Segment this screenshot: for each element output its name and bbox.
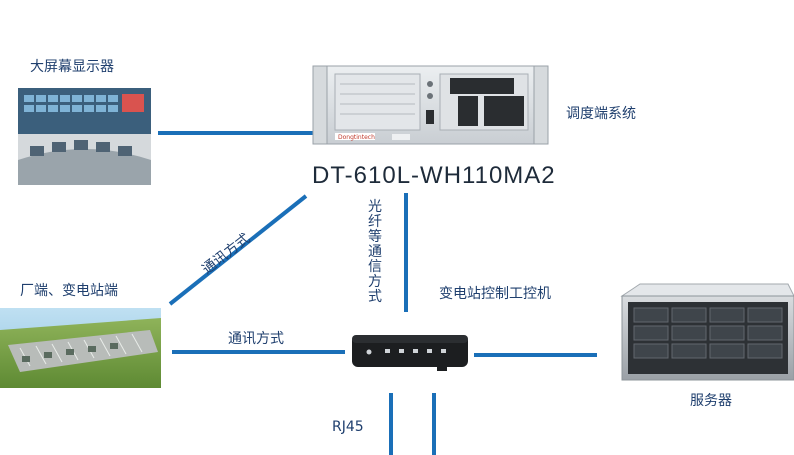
substation-image xyxy=(0,308,161,388)
server-label: 服务器 xyxy=(690,393,732,409)
network-switch-image xyxy=(352,335,468,371)
rj45-label: RJ45 xyxy=(332,419,364,435)
connection-lines xyxy=(158,131,597,455)
fiber-comm-label: 光纤等通信方式 xyxy=(368,199,382,305)
display-label: 大屏幕显示器 xyxy=(30,59,114,75)
ipc-model-label: DT-610L-WH110MA2 xyxy=(312,162,556,189)
line-plant-to-ipc xyxy=(168,194,308,306)
control-room-image xyxy=(18,88,151,185)
dispatch-system-label: 调度端系统 xyxy=(566,106,636,122)
substation-ipc-label: 变电站控制工控机 xyxy=(439,286,551,302)
brand-logo: Dongtintech xyxy=(338,134,375,141)
comm-method-horizontal-label: 通讯方式 xyxy=(228,331,284,347)
server-image xyxy=(620,283,794,381)
plant-substation-label: 厂端、变电站端 xyxy=(20,283,118,299)
industrial-pc-image: Dongtintech xyxy=(312,65,549,145)
